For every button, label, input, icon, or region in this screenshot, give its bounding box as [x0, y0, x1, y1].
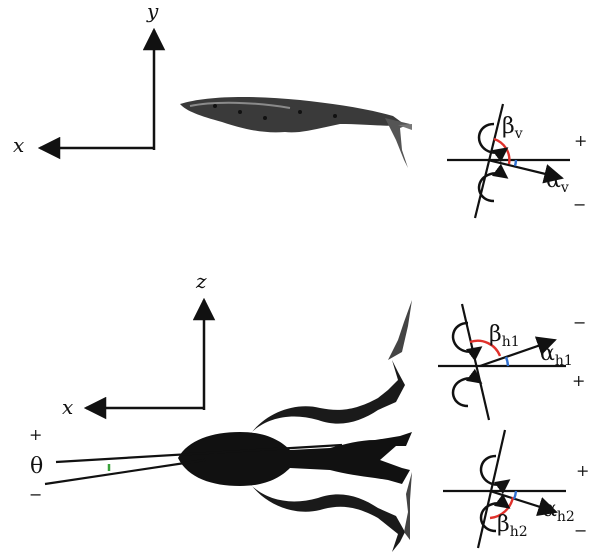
- h1-angle-glyph: βh1 αh1 − +: [438, 304, 586, 420]
- side-view-angle-glyph: βv αv + −: [447, 104, 587, 218]
- h2-sign-bottom: −: [574, 521, 587, 540]
- h2-sign-top: +: [576, 461, 589, 480]
- sign-minus-top: −: [573, 195, 586, 214]
- side-view-axes: y x: [13, 0, 159, 157]
- h1-sign-top: −: [573, 313, 586, 332]
- alpha-v-arc: [515, 160, 516, 166]
- rotation-arrow-h1-bottom-icon: [453, 378, 480, 406]
- beta-v-label: βv: [502, 114, 523, 142]
- body-axis-angled-line: [45, 460, 205, 484]
- dorsal-view-axes: z x: [62, 269, 207, 419]
- beta-h2-label: βh2: [497, 512, 528, 540]
- h1-sign-bottom: +: [572, 371, 585, 390]
- z-axis-label: z: [195, 269, 207, 293]
- h1-limb-axis-line: [462, 304, 489, 420]
- alpha-h1-label: αh1: [540, 341, 573, 369]
- alpha-v-label: αv: [546, 168, 569, 196]
- theta-label: θ: [30, 454, 43, 479]
- alpha-h2-arc: [514, 491, 516, 499]
- sign-plus-top: +: [574, 131, 587, 150]
- alpha-h2-label: αh2: [542, 497, 575, 525]
- alpha-h1-arc: [506, 357, 508, 366]
- beta-h1-label: βh1: [489, 322, 520, 350]
- theta-sign-minus: −: [29, 485, 42, 504]
- y-axis-label: y: [146, 0, 159, 23]
- frog-dorsal-view-image: [178, 300, 412, 552]
- theta-sign-plus: +: [29, 425, 42, 444]
- x-axis-label-bottom: x: [62, 395, 73, 419]
- h2-angle-glyph: βh2 αh2 + −: [443, 430, 589, 548]
- frog-side-view-image: [180, 97, 412, 168]
- x-axis-label-top: x: [13, 133, 24, 157]
